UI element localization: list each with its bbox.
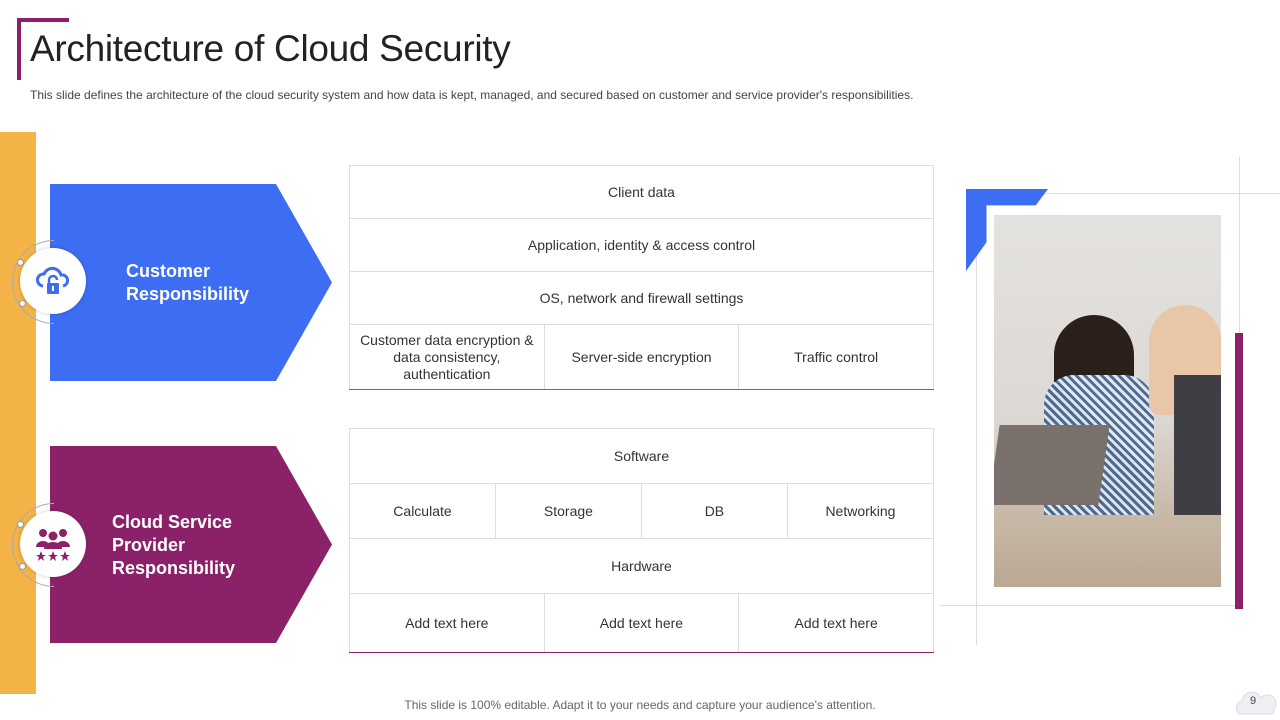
label-line: Provider [112, 535, 186, 555]
table-cell[interactable]: Add text here [543, 593, 740, 653]
label-line: Responsibility [112, 558, 236, 578]
dot-decoration [17, 259, 24, 266]
page-subtitle: This slide defines the architecture of t… [30, 88, 914, 102]
provider-responsibility-table: Software Calculate Storage DB Networking… [349, 428, 935, 653]
page-title: Architecture of Cloud Security [30, 28, 511, 69]
table-cell: Traffic control [738, 324, 934, 390]
customer-responsibility-table: Client data Application, identity & acce… [349, 165, 934, 390]
team-photo [994, 215, 1221, 587]
table-cell: DB [640, 483, 788, 539]
table-cell: Networking [786, 483, 935, 539]
footer-note: This slide is 100% editable. Adapt it to… [404, 698, 876, 712]
table-row: Software [349, 428, 934, 484]
purple-bar-decoration [1235, 333, 1243, 609]
team-stars-icon [36, 529, 70, 561]
team-stars-icon-circle [20, 511, 86, 577]
table-row: Client data [349, 165, 934, 219]
table-cell[interactable]: Add text here [349, 593, 545, 653]
frame-line [985, 193, 1280, 194]
table-cell: Calculate [349, 483, 496, 539]
customer-responsibility-label: Customer Responsibility [126, 260, 249, 306]
frame-line [940, 605, 1240, 606]
dot-decoration [19, 300, 26, 307]
label-line: Cloud Service [112, 512, 233, 532]
frame-line [976, 250, 977, 645]
provider-responsibility-label: Cloud Service Provider Responsibility [112, 511, 235, 580]
label-line: Customer [126, 261, 211, 281]
table-row: OS, network and firewall settings [349, 271, 934, 325]
dot-decoration [19, 563, 26, 570]
table-cell[interactable]: Add text here [738, 593, 934, 653]
table-row: Application, identity & access control [349, 218, 934, 272]
page-number-text: 9 [1249, 695, 1257, 707]
provider-responsibility-arrow: Cloud Service Provider Responsibility [50, 446, 332, 643]
cloud-lock-icon-circle [20, 248, 86, 314]
cloud-lock-icon [36, 266, 70, 294]
table-cell: Server-side encryption [543, 324, 740, 390]
table-cell: Customer data encryption & data consiste… [349, 324, 545, 390]
customer-responsibility-arrow: Customer Responsibility [50, 184, 332, 381]
dot-decoration [17, 521, 24, 528]
page-number: 9 [1228, 686, 1278, 716]
table-cell: Storage [494, 483, 642, 539]
accent-bar [0, 132, 36, 694]
label-line: Responsibility [126, 284, 250, 304]
cloud-icon [1235, 691, 1277, 715]
title-bracket-decoration [17, 18, 69, 80]
table-row: Hardware [349, 538, 934, 594]
